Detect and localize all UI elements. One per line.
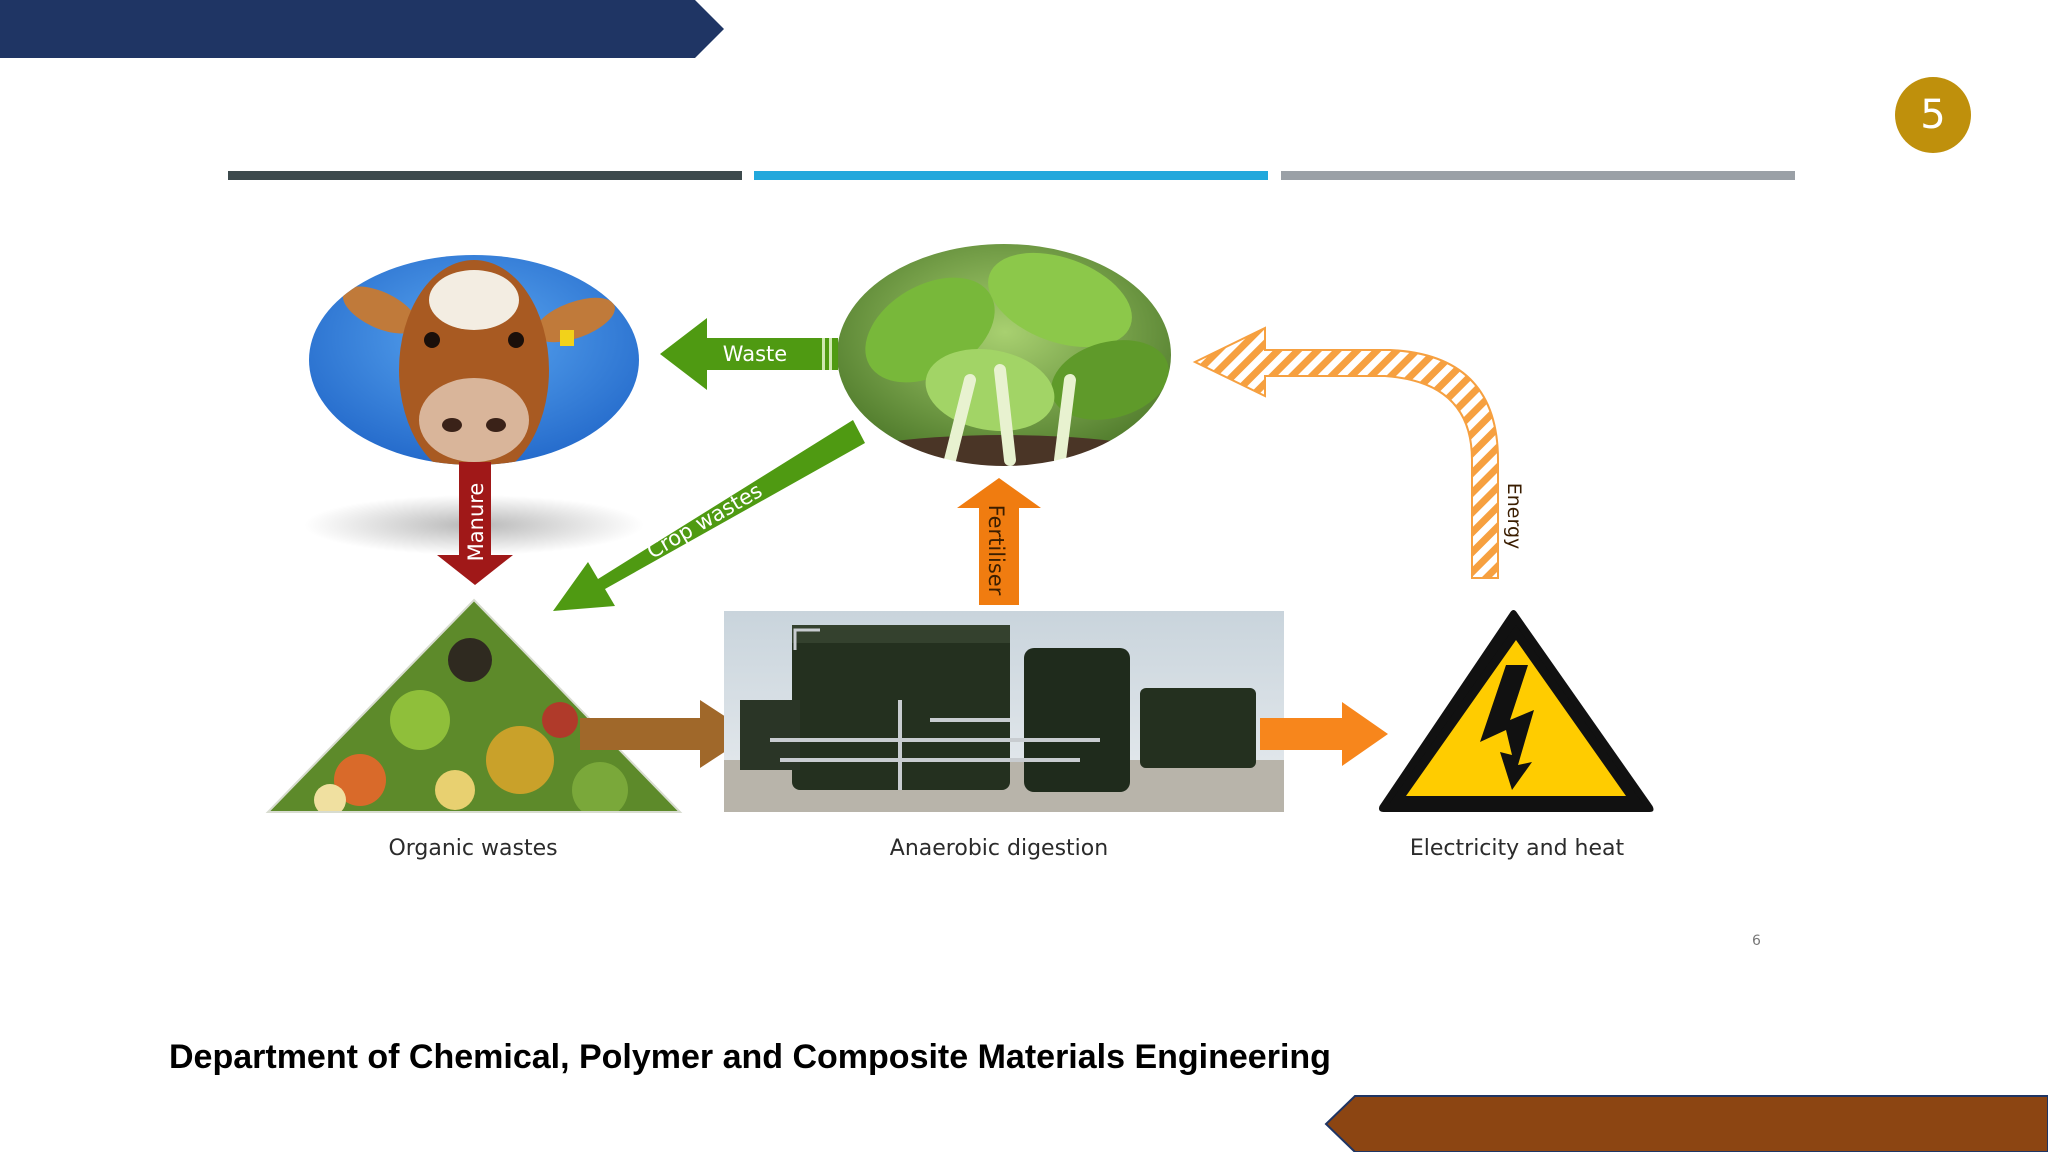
- page-number-badge: 5: [1895, 77, 1971, 153]
- rule-gray: [1281, 171, 1795, 180]
- crop-wastes-label: Crop wastes: [643, 478, 767, 563]
- bottom-banner: [1324, 1095, 2048, 1152]
- fertiliser-label: Fertiliser: [984, 505, 1008, 596]
- manure-arrow: Manure: [437, 462, 513, 585]
- manure-label: Manure: [464, 483, 488, 562]
- feed-arrow: [580, 700, 752, 768]
- energy-label: Energy: [1503, 483, 1525, 550]
- digester-tanks-icon: [724, 611, 1284, 812]
- caption-anaerobic-digestion: Anaerobic digestion: [890, 836, 1108, 861]
- waste-heap-icon: [265, 598, 683, 813]
- top-banner: [0, 0, 724, 58]
- embedded-page-number: 6: [1752, 933, 1761, 949]
- waste-label: Waste: [723, 342, 787, 366]
- rule-dark: [228, 171, 742, 180]
- page-number: 5: [1920, 92, 1946, 138]
- waste-arrow: Waste: [660, 318, 838, 390]
- cow-photo-icon: [304, 255, 644, 555]
- caption-electricity-heat: Electricity and heat: [1410, 836, 1625, 861]
- energy-arrow: Energy: [1192, 326, 1525, 579]
- footer-department: Department of Chemical, Polymer and Comp…: [169, 1038, 1331, 1076]
- caption-organic-wastes: Organic wastes: [388, 836, 557, 861]
- fertiliser-arrow: Fertiliser: [957, 478, 1041, 605]
- rule-blue: [754, 171, 1268, 180]
- output-arrow: [1260, 702, 1388, 766]
- crop-photo-icon: [835, 242, 1173, 468]
- high-voltage-warning-icon: [1379, 610, 1654, 812]
